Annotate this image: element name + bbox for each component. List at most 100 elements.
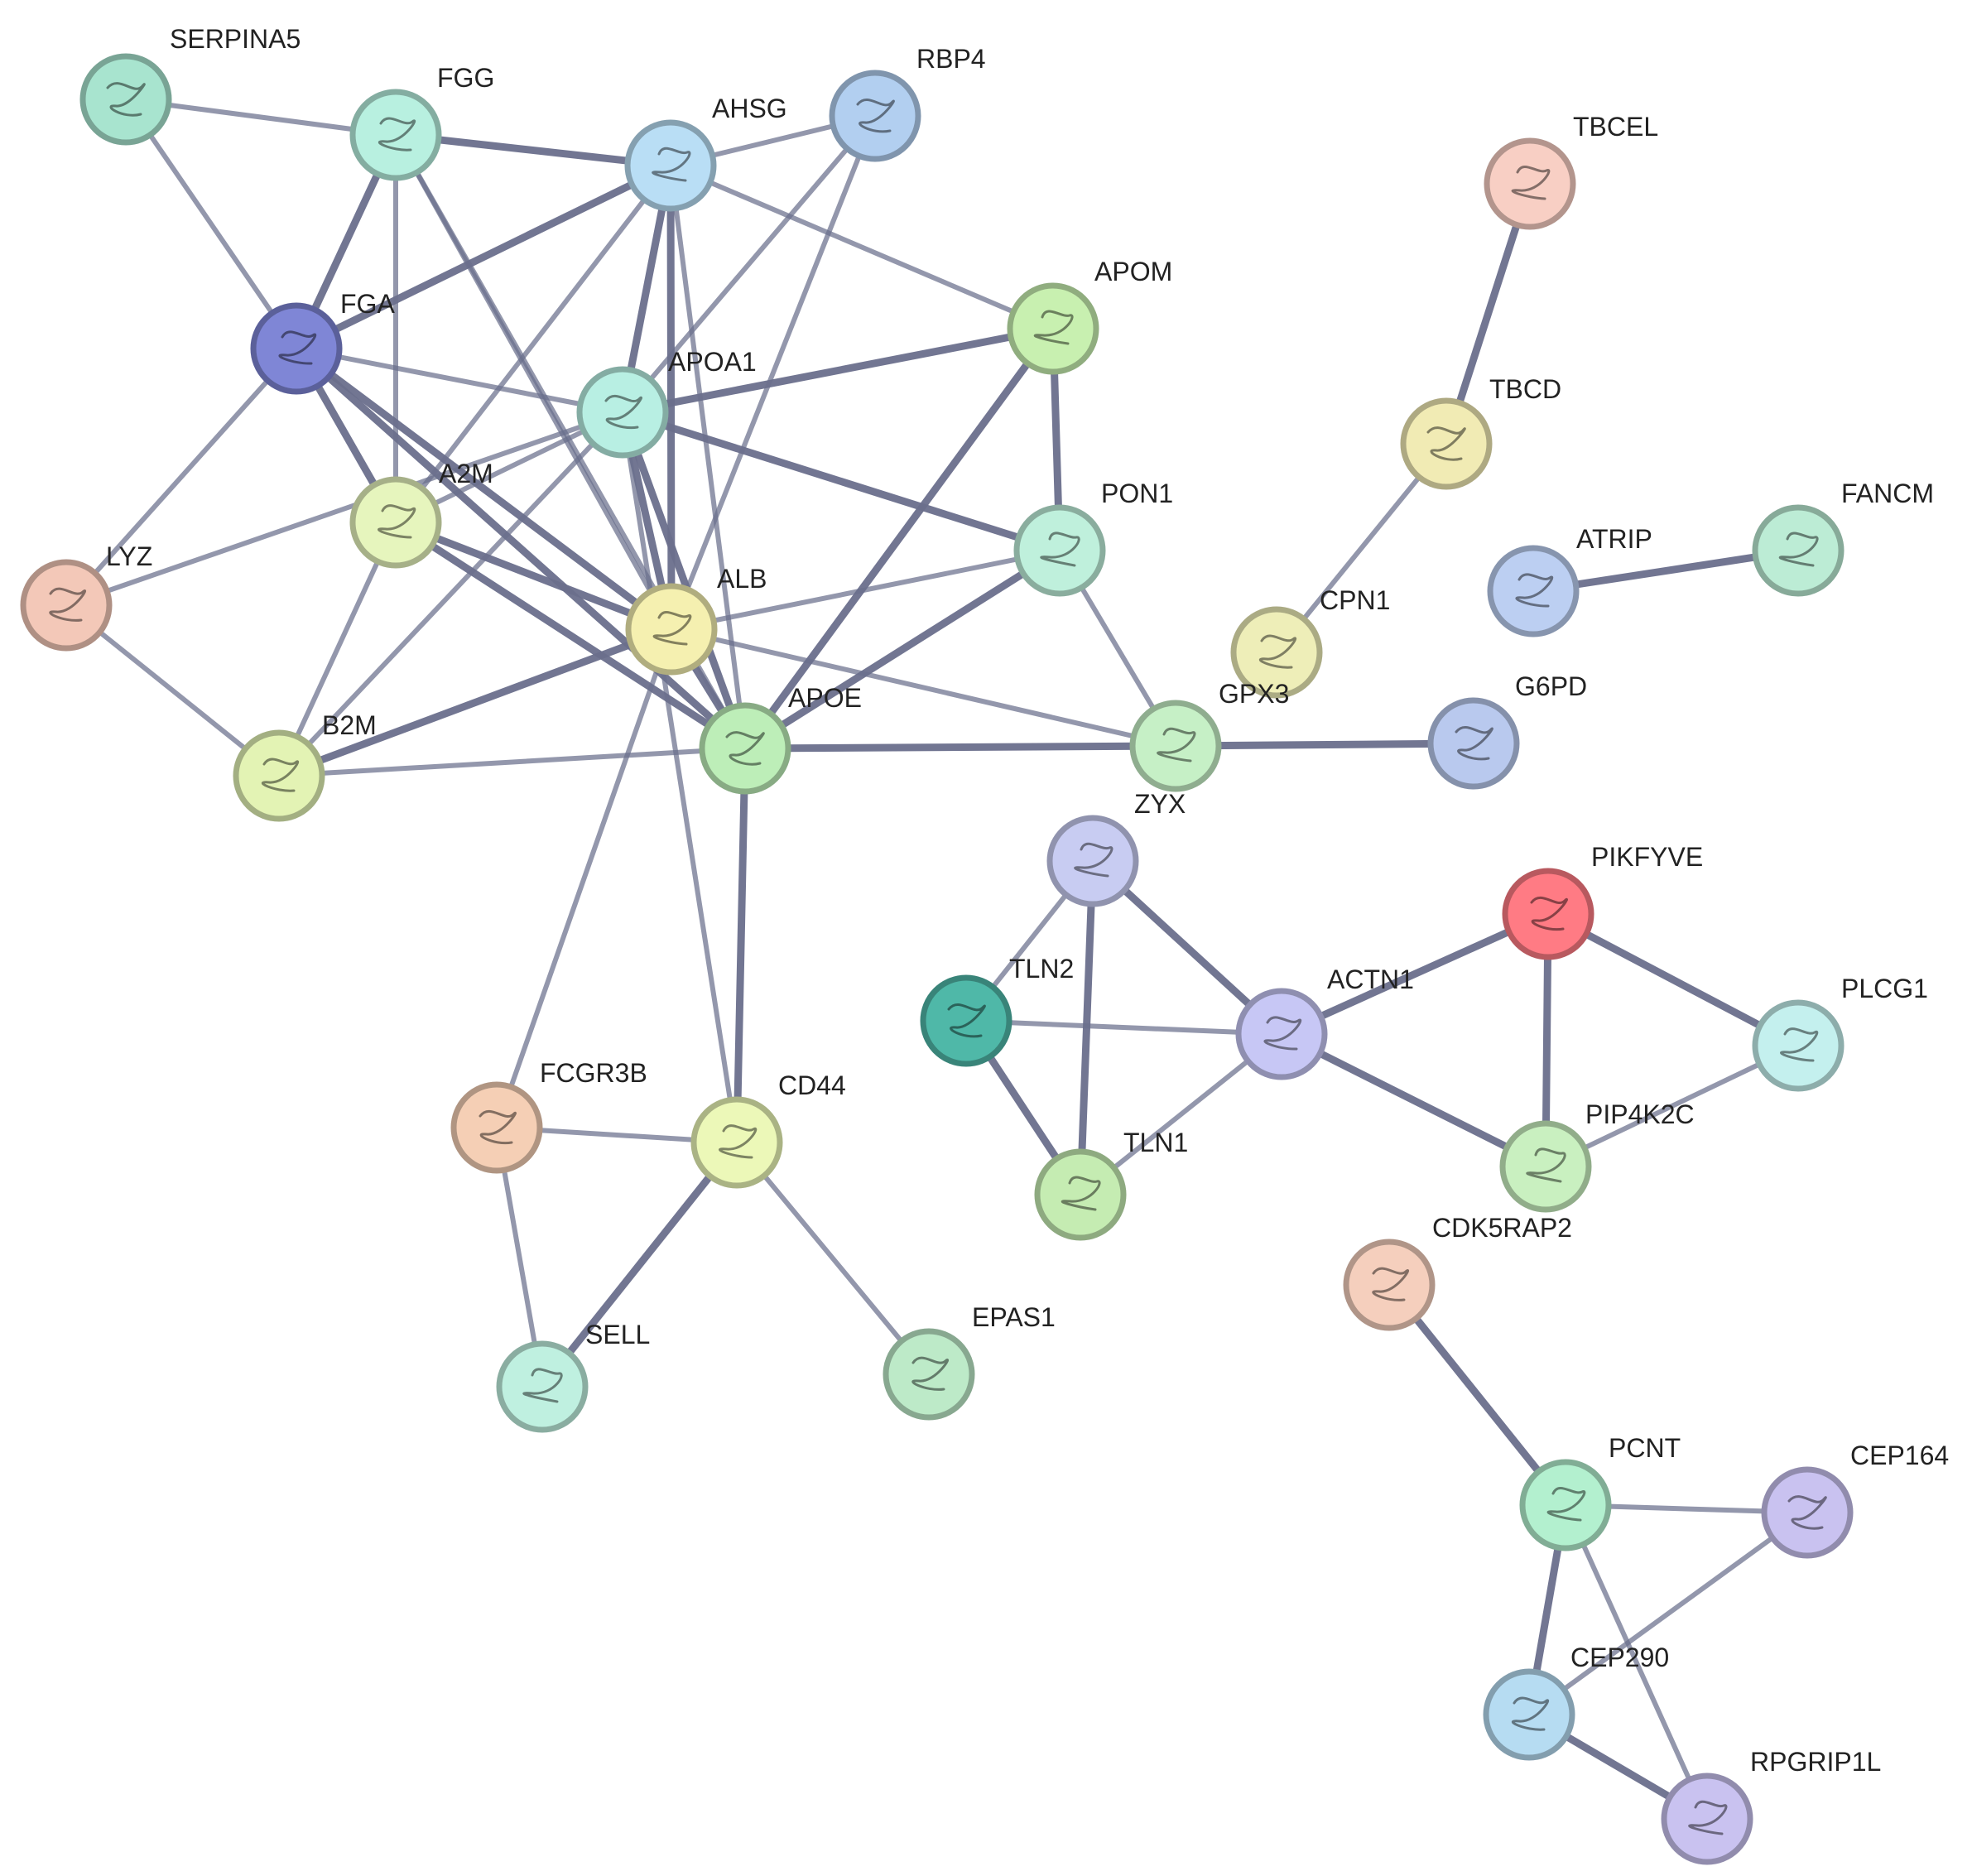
node-pikfyve[interactable]: PIKFYVE — [1502, 842, 1703, 960]
node-apom[interactable]: APOM — [1007, 257, 1172, 375]
node-circle[interactable] — [450, 1081, 543, 1174]
node-circle[interactable] — [496, 1340, 589, 1433]
node-circle[interactable] — [624, 119, 717, 212]
node-apoe[interactable]: APOE — [699, 683, 862, 795]
node-circle[interactable] — [79, 53, 172, 146]
node-cd44[interactable]: CD44 — [690, 1070, 846, 1189]
edge-a2m-alb — [392, 518, 676, 633]
node-label: APOA1 — [668, 347, 757, 377]
node-lyz[interactable]: LYZ — [20, 541, 152, 652]
node-rbp4[interactable]: RBP4 — [829, 44, 986, 162]
protein-structure-icon — [1688, 1800, 1728, 1835]
node-cdk5rap2[interactable]: CDK5RAP2 — [1343, 1213, 1572, 1331]
node-circle[interactable] — [1483, 1668, 1575, 1761]
node-circle[interactable] — [1752, 504, 1845, 597]
node-a2m[interactable]: A2M — [349, 459, 493, 569]
node-g6pd[interactable]: G6PD — [1427, 671, 1587, 790]
protein-structure-icon — [378, 504, 416, 539]
protein-structure-icon — [522, 1368, 563, 1403]
protein-structure-icon — [479, 1109, 517, 1145]
node-circle[interactable] — [1013, 504, 1106, 597]
node-circle[interactable] — [1235, 988, 1328, 1080]
node-circle[interactable] — [625, 583, 718, 676]
node-label: FGG — [437, 63, 494, 93]
edge-apoa1-cd44 — [620, 410, 739, 1145]
node-fcgr3b[interactable]: FCGR3B — [450, 1058, 647, 1174]
node-circle[interactable] — [1046, 815, 1139, 907]
node-gpx3[interactable]: GPX3 — [1129, 679, 1289, 792]
node-circle[interactable] — [699, 702, 791, 795]
node-circle[interactable] — [1761, 1466, 1854, 1559]
node-cep290[interactable]: CEP290 — [1483, 1643, 1669, 1761]
node-tln1[interactable]: TLN1 — [1034, 1128, 1188, 1241]
node-circle[interactable] — [1034, 1148, 1127, 1241]
protein-structure-icon — [106, 82, 146, 117]
node-pon1[interactable]: PON1 — [1013, 479, 1173, 597]
node-alb[interactable]: ALB — [625, 564, 767, 676]
node-circle[interactable] — [1427, 697, 1520, 790]
node-label: TBCEL — [1573, 112, 1658, 142]
protein-structure-icon — [1780, 1027, 1819, 1062]
node-circle[interactable] — [1230, 606, 1323, 699]
node-sell[interactable]: SELL — [496, 1320, 650, 1433]
edge-fga-lyz — [64, 346, 299, 608]
node-cep164[interactable]: CEP164 — [1761, 1441, 1949, 1559]
node-circle[interactable] — [690, 1096, 783, 1189]
node-cpn1[interactable]: CPN1 — [1230, 585, 1390, 699]
node-circle[interactable] — [1484, 137, 1576, 230]
node-b2m[interactable]: B2M — [233, 710, 377, 822]
protein-structure-icon — [652, 611, 692, 646]
node-circle[interactable] — [829, 70, 921, 162]
node-circle[interactable] — [1499, 1120, 1592, 1213]
node-circle[interactable] — [1343, 1239, 1436, 1331]
node-circle[interactable] — [1400, 397, 1493, 490]
edge-alb-fcgr3b — [494, 627, 674, 1130]
node-circle[interactable] — [1752, 999, 1845, 1092]
node-circle[interactable] — [883, 1328, 975, 1421]
protein-structure-icon — [856, 99, 895, 133]
node-label: TLN1 — [1123, 1128, 1188, 1157]
node-circle[interactable] — [1502, 868, 1594, 960]
node-circle[interactable] — [576, 366, 669, 459]
edge-tln2-actn1 — [964, 1018, 1284, 1037]
node-tbcd[interactable]: TBCD — [1400, 374, 1561, 490]
protein-structure-icon — [1157, 727, 1196, 762]
node-rpgrip1l[interactable]: RPGRIP1L — [1661, 1747, 1881, 1865]
node-ahsg[interactable]: AHSG — [624, 94, 787, 212]
node-fgg[interactable]: FGG — [349, 63, 494, 181]
node-actn1[interactable]: ACTN1 — [1235, 964, 1414, 1080]
node-circle[interactable] — [1487, 545, 1580, 637]
node-tln2[interactable]: TLN2 — [920, 954, 1074, 1067]
node-apoa1[interactable]: APOA1 — [576, 347, 757, 459]
edge-ahsg-apom — [668, 163, 1056, 331]
node-circle[interactable] — [233, 729, 325, 822]
node-epas1[interactable]: EPAS1 — [883, 1302, 1056, 1421]
node-circle[interactable] — [250, 302, 343, 395]
edge-alb-gpx3 — [669, 627, 1178, 748]
node-circle[interactable] — [1661, 1773, 1753, 1865]
node-label: AHSG — [712, 94, 787, 123]
node-serpina5[interactable]: SERPINA5 — [79, 24, 301, 146]
node-circle[interactable] — [349, 476, 442, 569]
edge-apoa1-apoe — [618, 408, 749, 753]
node-tbcel[interactable]: TBCEL — [1484, 112, 1658, 230]
node-circle[interactable] — [1129, 700, 1222, 792]
node-circle[interactable] — [920, 974, 1012, 1067]
node-atrip[interactable]: ATRIP — [1487, 524, 1652, 637]
node-circle[interactable] — [349, 89, 442, 181]
edge-apoe-gpx3 — [741, 742, 1180, 753]
node-zyx[interactable]: ZYX — [1046, 789, 1186, 907]
protein-structure-icon — [1787, 1495, 1827, 1530]
edge-a2m-apoe — [392, 518, 749, 753]
node-circle[interactable] — [1519, 1459, 1612, 1551]
node-label: PIKFYVE — [1591, 842, 1703, 872]
node-fga[interactable]: FGA — [250, 289, 395, 395]
edge-apoe-cd44 — [733, 744, 749, 1147]
node-pcnt[interactable]: PCNT — [1519, 1433, 1681, 1551]
edge-ahsg-a2m — [393, 163, 673, 525]
node-circle[interactable] — [1007, 282, 1099, 375]
node-pip4k2c[interactable]: PIP4K2C — [1499, 1099, 1695, 1213]
node-circle[interactable] — [20, 559, 113, 652]
node-plcg1[interactable]: PLCG1 — [1752, 974, 1928, 1092]
node-fancm[interactable]: FANCM — [1752, 479, 1934, 597]
